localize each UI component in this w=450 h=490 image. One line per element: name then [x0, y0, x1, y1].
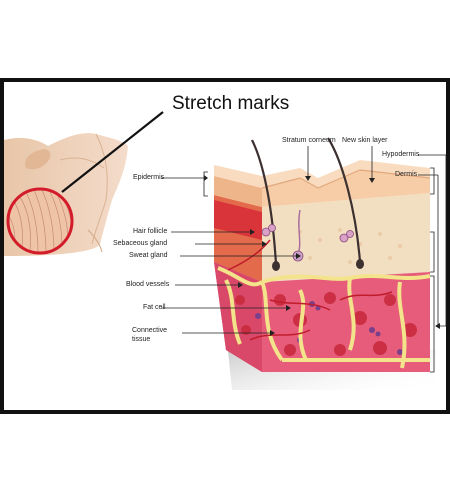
title-leader-line — [61, 111, 164, 193]
label-sweat-gland: Sweat gland — [129, 252, 168, 259]
label-hair-follicle: Hair follicle — [133, 228, 168, 235]
label-dermis: Dermis — [395, 171, 418, 178]
label-blood-vessels: Blood vessels — [126, 281, 170, 288]
label-connective-tissue-line1: Connective — [132, 327, 168, 334]
stretch-marks-highlight-circle — [6, 187, 74, 255]
label-sebaceous-gland: Sebaceous gland — [113, 240, 168, 247]
layer-brackets — [203, 154, 447, 373]
label-new-skin-layer: New skin layer — [342, 137, 388, 144]
label-stratum-corneum: Stratum corneum — [282, 137, 336, 144]
label-leader-lines — [161, 146, 444, 334]
label-epidermis: Epidermis — [133, 174, 165, 181]
label-connective-tissue-line2: tissue — [132, 336, 151, 343]
label-hypodermis: Hypodermis — [382, 151, 420, 158]
diagram-title: Stretch marks — [172, 93, 290, 114]
label-fat-cell: Fat cell — [143, 304, 166, 311]
